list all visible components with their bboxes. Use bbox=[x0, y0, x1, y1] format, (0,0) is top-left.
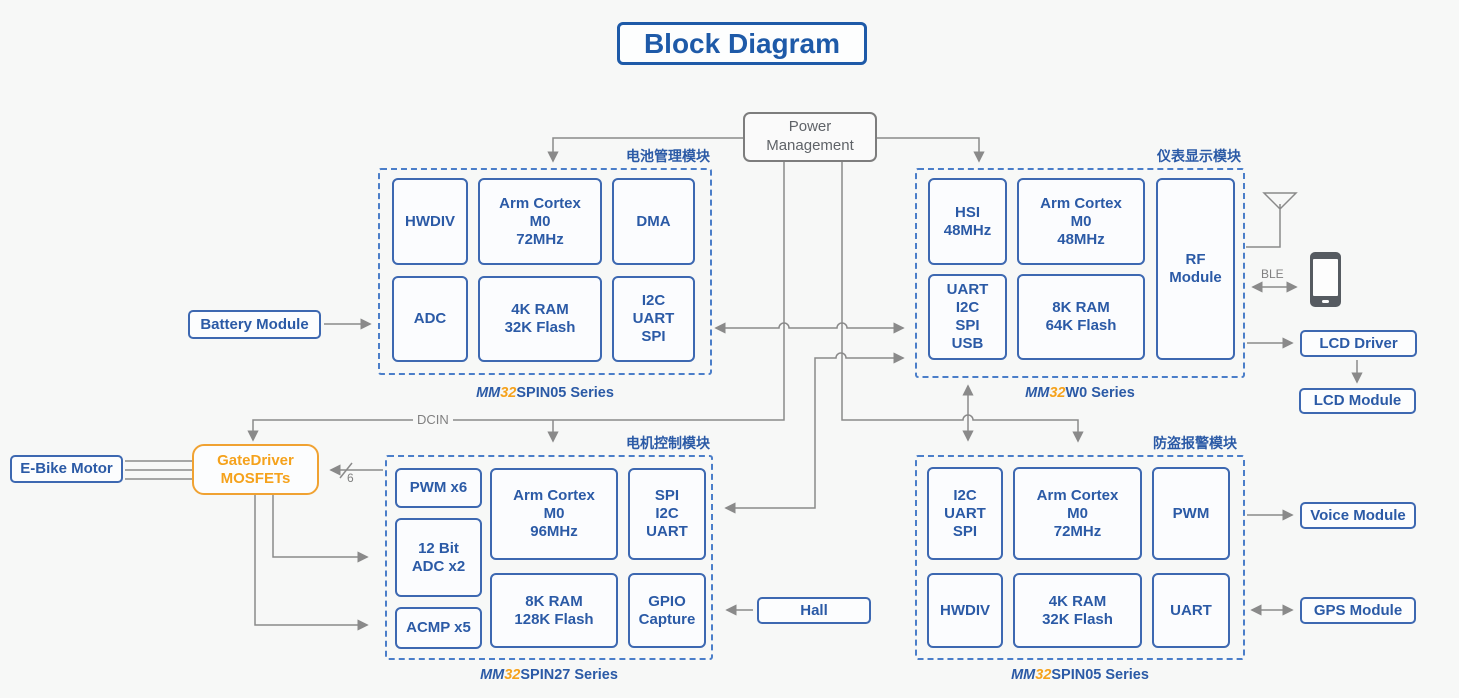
bus-width-label: 6 bbox=[347, 471, 354, 485]
instrument-series-label: MM32W0 Series bbox=[915, 385, 1245, 401]
gatedriver-mosfets-box: GateDriver MOSFETs bbox=[192, 444, 319, 495]
cell-8kram-64kflash: 8K RAM 64K Flash bbox=[1017, 274, 1145, 360]
cell-spi-i2c-uart: SPI I2C UART bbox=[628, 468, 706, 560]
series-mm: MM bbox=[480, 667, 505, 683]
motor-series-label: MM32SPIN27 Series bbox=[385, 667, 713, 683]
series-32: 32 bbox=[504, 667, 521, 683]
wire-motor-instrument-z bbox=[724, 352, 905, 514]
cell-hwdiv: HWDIV bbox=[392, 178, 468, 265]
cell-i2c-uart-spi: I2C UART SPI bbox=[612, 276, 695, 362]
instrument-block-label: 仪表显示模块 bbox=[1157, 148, 1241, 164]
wire-gatedriver-to-adc bbox=[272, 495, 369, 563]
wire-dcin-to-gatedriver bbox=[247, 162, 785, 442]
cell-arm-cortex-72mhz: Arm Cortex M0 72MHz bbox=[478, 178, 602, 265]
cell-hwdiv-theft: HWDIV bbox=[927, 573, 1003, 648]
series-rest: SPIN27 Series bbox=[520, 667, 618, 683]
cell-uart-i2c-spi-usb: UART I2C SPI USB bbox=[928, 274, 1007, 360]
battery-block-label: 电池管理模块 bbox=[626, 148, 710, 164]
ble-label: BLE bbox=[1261, 267, 1284, 281]
motor-block-label: 电机控制模块 bbox=[626, 435, 710, 451]
cell-hsi-48mhz: HSI 48MHz bbox=[928, 178, 1007, 265]
series-mm: MM bbox=[476, 385, 501, 401]
theft-block-label: 防盗报警模块 bbox=[1153, 435, 1237, 451]
series-rest: SPIN05 Series bbox=[1051, 667, 1149, 683]
antenna-icon bbox=[1246, 192, 1298, 248]
wire-pm-to-battery-block bbox=[547, 137, 743, 163]
hall-box: Hall bbox=[757, 597, 871, 624]
dcin-label: DCIN bbox=[413, 412, 453, 427]
cell-pwm: PWM bbox=[1152, 467, 1230, 560]
series-32: 32 bbox=[1035, 667, 1052, 683]
cell-8kram-128kflash: 8K RAM 128K Flash bbox=[490, 573, 618, 648]
series-mm: MM bbox=[1011, 667, 1036, 683]
bus-slash bbox=[339, 462, 353, 479]
cell-12bit-adc-x2: 12 Bit ADC x2 bbox=[395, 518, 482, 597]
battery-management-block bbox=[378, 168, 712, 375]
motor-control-block bbox=[385, 455, 713, 660]
instrument-display-block bbox=[915, 168, 1245, 378]
theft-series-label: MM32SPIN05 Series bbox=[915, 667, 1245, 683]
cell-rf-module: RF Module bbox=[1156, 178, 1235, 360]
series-32: 32 bbox=[500, 385, 517, 401]
series-mm: MM bbox=[1025, 385, 1050, 401]
lcd-module-box: LCD Module bbox=[1299, 388, 1416, 414]
series-rest: SPIN05 Series bbox=[516, 385, 614, 401]
cell-uart: UART bbox=[1152, 573, 1230, 648]
wire-pm-to-instrument-block bbox=[877, 137, 985, 163]
wire-battery-instrument-horizontal bbox=[714, 322, 905, 334]
phone-home-button bbox=[1322, 300, 1329, 303]
cell-arm-cortex-72mhz-theft: Arm Cortex M0 72MHz bbox=[1013, 467, 1142, 560]
series-rest: W0 Series bbox=[1065, 385, 1135, 401]
cell-pwm-x6: PWM x6 bbox=[395, 468, 482, 508]
voice-module-box: Voice Module bbox=[1300, 502, 1416, 529]
cell-dma: DMA bbox=[612, 178, 695, 265]
power-management-box: Power Management bbox=[743, 112, 877, 162]
series-32: 32 bbox=[1049, 385, 1066, 401]
cell-i2c-uart-spi-theft: I2C UART SPI bbox=[927, 467, 1003, 560]
lcd-driver-box: LCD Driver bbox=[1300, 330, 1417, 357]
diagram-title: Block Diagram bbox=[617, 22, 867, 65]
phone-icon bbox=[1310, 252, 1341, 307]
ebike-motor-box: E-Bike Motor bbox=[10, 455, 123, 483]
antitheft-alarm-block bbox=[915, 455, 1245, 660]
cell-4kram-32kflash: 4K RAM 32K Flash bbox=[478, 276, 602, 362]
cell-arm-cortex-48mhz: Arm Cortex M0 48MHz bbox=[1017, 178, 1145, 265]
cell-arm-cortex-96mhz: Arm Cortex M0 96MHz bbox=[490, 468, 618, 560]
battery-module-box: Battery Module bbox=[188, 310, 321, 339]
gps-module-box: GPS Module bbox=[1300, 597, 1416, 624]
cell-gpio-capture: GPIO Capture bbox=[628, 573, 706, 648]
motor-phase-lines bbox=[125, 460, 192, 480]
cell-adc: ADC bbox=[392, 276, 468, 362]
wire-gatedriver-to-acmp bbox=[254, 495, 369, 631]
cell-acmp-x5: ACMP x5 bbox=[395, 607, 482, 649]
cell-4kram-32kflash-theft: 4K RAM 32K Flash bbox=[1013, 573, 1142, 648]
battery-series-label: MM32SPIN05 Series bbox=[378, 385, 712, 401]
phone-screen bbox=[1313, 259, 1338, 296]
